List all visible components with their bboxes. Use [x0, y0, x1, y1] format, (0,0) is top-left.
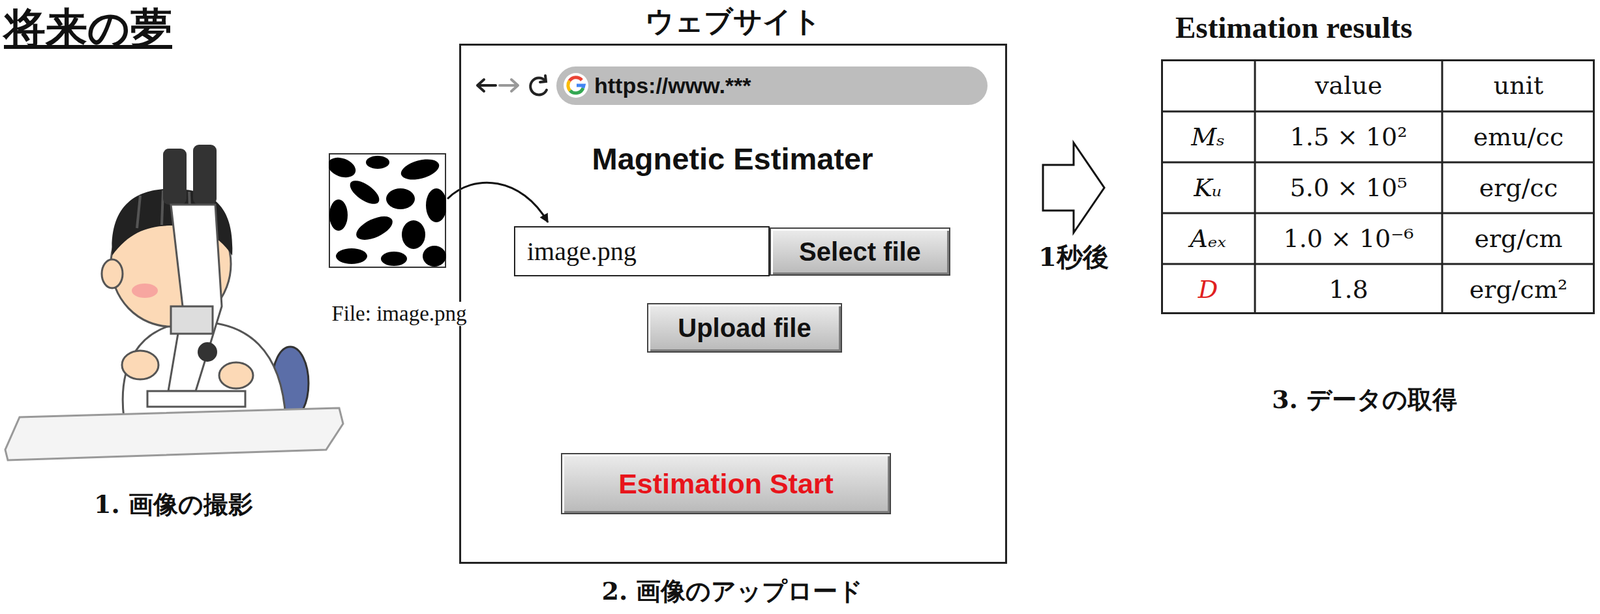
select-button-text: Select file — [799, 237, 921, 267]
table-cell: emu/cc — [1473, 122, 1564, 152]
image-thumbnail-text: File: image.png — [327, 301, 471, 327]
table-cell: Kᵤ — [1193, 173, 1223, 203]
start-button-text: Estimation Start — [618, 468, 834, 501]
file-input-text: image.png — [527, 236, 637, 267]
table-cell: Aₑₓ — [1189, 224, 1227, 254]
table-cell: 1.0 × 10⁻⁶ — [1283, 224, 1414, 254]
table-rule — [1441, 59, 1444, 315]
table-rule — [1161, 110, 1595, 113]
table-cell: 1.8 — [1328, 275, 1368, 304]
site-title: Magnetic Estimater — [592, 140, 874, 177]
table-cell: erg/cm — [1474, 224, 1563, 254]
table-rule — [1161, 263, 1595, 266]
curved-arrow — [447, 182, 548, 223]
results-table: Estimation resultsvalueunitMₛ1.5 × 10²em… — [1161, 59, 1595, 315]
table-rule — [1161, 59, 1163, 315]
block-arrow — [1042, 142, 1105, 233]
step-caption: 2. 画像のアップロード — [602, 575, 864, 609]
select-button: Select file — [769, 227, 951, 276]
table-cell: 1.5 × 10² — [1289, 122, 1407, 152]
table-cell: 5.0 × 10⁵ — [1289, 173, 1407, 203]
domain-image — [328, 153, 447, 269]
table-rule — [1161, 312, 1595, 315]
page-title: 将来の夢 — [3, 0, 173, 57]
edge-label: 1秒後 — [1038, 239, 1109, 276]
scientist-illustration — [5, 144, 344, 461]
start-button: Estimation Start — [560, 453, 891, 515]
results-table-text: Estimation results — [1175, 9, 1413, 46]
table-cell: value — [1314, 71, 1383, 100]
upload-button-text: Upload file — [677, 313, 811, 344]
table-cell: D — [1198, 275, 1218, 304]
url-bar-text: https://www.*** — [594, 73, 752, 99]
website-frame-text: ウェブサイト — [461, 2, 1006, 42]
table-rule — [1161, 161, 1595, 164]
step-caption: 1. 画像の撮影 — [93, 488, 254, 522]
table-cell: erg/cm² — [1469, 275, 1568, 304]
table-rule — [1161, 212, 1595, 215]
step-caption: 3. データの取得 — [1271, 383, 1458, 417]
table-rule — [1254, 59, 1257, 315]
browser-nav-icons — [477, 75, 547, 96]
website-frame: ウェブサイト https://www.***image.pngSelect fi… — [459, 43, 1008, 565]
image-thumbnail: File: image.png — [328, 153, 447, 269]
table-rule — [1592, 59, 1595, 315]
google-icon — [562, 72, 589, 99]
table-cell: erg/cc — [1479, 173, 1558, 203]
table-cell: unit — [1493, 71, 1544, 100]
file-input: image.png — [513, 226, 770, 277]
table-rule — [1161, 59, 1595, 62]
upload-button: Upload file — [647, 303, 843, 353]
table-cell: Mₛ — [1191, 122, 1225, 152]
url-bar: https://www.*** — [556, 66, 988, 106]
